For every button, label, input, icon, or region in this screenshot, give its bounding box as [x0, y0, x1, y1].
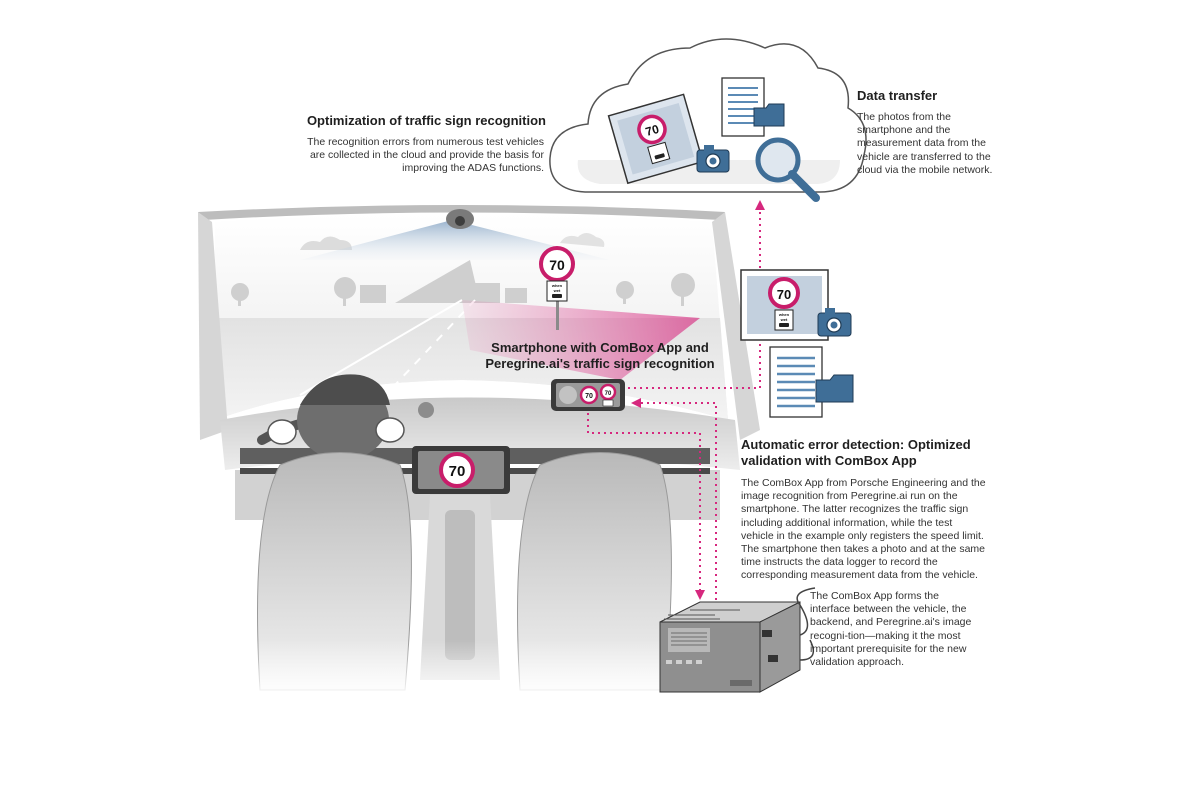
smartphone-title: Smartphone with ComBox App and Peregrine…	[485, 340, 715, 371]
smartphone: 70 70	[551, 379, 625, 411]
windshield-view	[198, 205, 728, 420]
display-sign-speed: 70	[449, 463, 466, 480]
cloud: 70	[549, 38, 867, 202]
captured-photo: 70 when wet	[740, 269, 829, 341]
data-transfer-title: Data transfer	[857, 88, 938, 103]
phone-sign-speed-2: 70	[605, 391, 612, 397]
data-transfer-text: The photos from the smartphone and the m…	[857, 111, 993, 176]
cloud-folder-icon	[753, 103, 785, 127]
photo-sign-speed: 70	[777, 287, 791, 302]
arrow-phone-to-photo	[628, 342, 761, 389]
car-interior: 70	[190, 212, 770, 700]
optimization-title: Optimization of traffic sign recognition	[306, 113, 546, 128]
road-traffic-sign: 70 when wet	[539, 246, 575, 330]
optimization-text: The recognition errors from numerous tes…	[307, 136, 544, 175]
cloud-camera-icon	[696, 145, 730, 173]
error-detection-title: Automatic error detection: Optimized val…	[741, 437, 971, 468]
magnifier-icon	[755, 137, 820, 202]
data-flow-arrows	[587, 200, 765, 600]
cloud-photo-sign-speed: 70	[644, 122, 661, 139]
data-logger	[659, 587, 816, 693]
road-sign-supplement-1: when	[551, 283, 563, 288]
photo-sign-supplement-1: when	[778, 312, 790, 317]
measurement-folder-icon	[815, 374, 854, 403]
photo-camera-icon	[817, 308, 852, 337]
road-sign-speed: 70	[549, 257, 565, 273]
error-detection-text: The ComBox App from Porsche Engineering …	[741, 477, 986, 582]
measurement-document-icon	[769, 346, 823, 418]
combox-interface-text: The ComBox App forms the interface betwe…	[810, 590, 972, 669]
phone-sign-speed-1: 70	[585, 393, 593, 400]
cloud-document-icon	[721, 77, 765, 137]
road-sign-supplement-2: wet	[553, 288, 561, 293]
photo-sign-supplement-2: wet	[780, 317, 788, 322]
